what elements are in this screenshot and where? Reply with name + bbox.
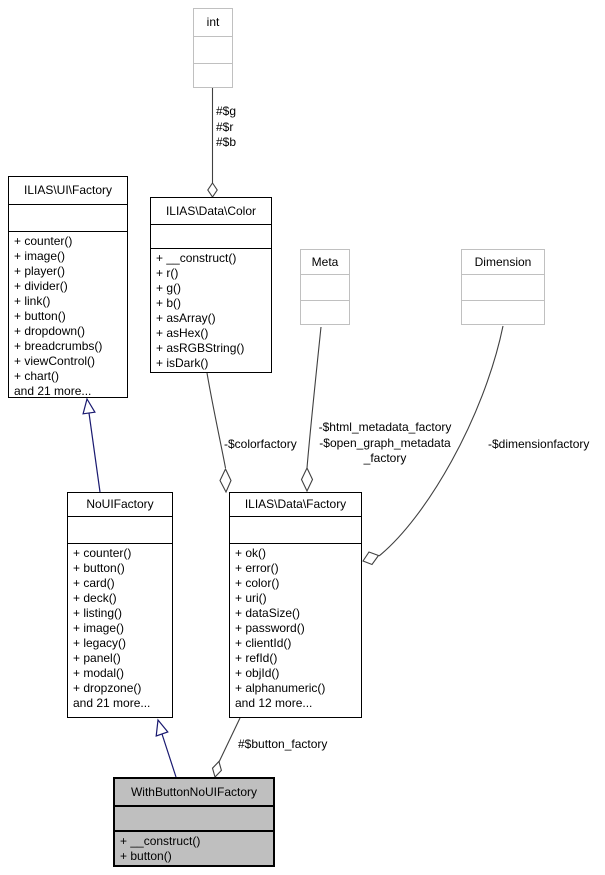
diamond-meta-datafactory [300, 466, 314, 493]
method-label: + divider() [14, 279, 68, 293]
method-label: + error() [235, 561, 279, 575]
diamond-color-datafactory [219, 467, 232, 494]
class-nouifactory-attrs [68, 517, 172, 544]
class-nouifactory[interactable]: NoUIFactory + counter()+ button()+ card(… [67, 492, 173, 718]
class-meta: Meta [300, 249, 350, 325]
method-label: + link() [14, 294, 51, 308]
class-ilias-ui-factory-attrs [9, 205, 127, 232]
method-label: + asArray() [156, 311, 216, 325]
method-label: and 12 more... [235, 696, 313, 710]
edge-withbutton-nouifactory [161, 733, 177, 778]
class-int-attrs [194, 37, 232, 64]
class-ilias-ui-factory[interactable]: ILIAS\UI\Factory + counter()+ image()+ p… [8, 176, 128, 398]
method-label: + button() [73, 561, 125, 575]
method-label: + asRGBString() [156, 341, 245, 355]
method-label: + breadcrumbs() [14, 339, 103, 353]
class-ilias-data-factory-attrs [230, 517, 361, 544]
class-int: int [193, 8, 233, 88]
method-label: + counter() [73, 546, 132, 560]
class-meta-attrs [301, 275, 349, 301]
method-label: + listing() [73, 606, 123, 620]
method-label: + r() [156, 266, 179, 280]
edge-label-button-factory: #$button_factory [238, 737, 328, 751]
method-label: + asHex() [156, 326, 209, 340]
method-label: + player() [14, 264, 66, 278]
edge-label-factory-suffix: _factory [363, 451, 407, 465]
diamond-int-color [207, 182, 218, 198]
method-label: + color() [235, 576, 280, 590]
method-label: + objId() [235, 666, 280, 680]
class-ilias-data-color-methods: + __construct()+ r()+ g()+ b()+ asArray(… [151, 249, 271, 372]
diamond-datafactory-withbutton [211, 760, 223, 779]
method-label: + counter() [14, 234, 73, 248]
class-nouifactory-methods: + counter()+ button()+ card()+ deck()+ l… [68, 544, 172, 717]
edge-label-rgb: #$g #$r #$b [216, 104, 236, 151]
method-label: + image() [73, 621, 125, 635]
method-label: + b() [156, 296, 182, 310]
method-label: + legacy() [73, 636, 127, 650]
class-ilias-data-color[interactable]: ILIAS\Data\Color + __construct()+ r()+ g… [150, 197, 272, 373]
method-label: + chart() [14, 369, 60, 383]
class-withbuttonnouifactory[interactable]: WithButtonNoUIFactory + __construct()+ b… [113, 777, 275, 867]
class-ilias-ui-factory-methods: + counter()+ image()+ player()+ divider(… [9, 232, 127, 397]
method-label: + modal() [73, 666, 125, 680]
edge-label-html-metadata: -$html_metadata_factory [318, 420, 452, 434]
method-label: + password() [235, 621, 305, 635]
method-label: + __construct() [156, 251, 237, 265]
class-meta-title: Meta [301, 250, 349, 275]
method-label: + viewControl() [14, 354, 96, 368]
method-label: + deck() [73, 591, 117, 605]
diamond-dimension-datafactory [362, 551, 380, 566]
edge-label-b: #$b [216, 135, 237, 149]
method-label: + button() [120, 849, 172, 863]
edge-label-dimensionfactory: -$dimensionfactory [488, 437, 590, 451]
method-label: + dropdown() [14, 324, 86, 338]
method-label: + button() [14, 309, 66, 323]
class-ilias-data-color-title: ILIAS\Data\Color [151, 198, 271, 225]
class-ilias-data-color-attrs [151, 225, 271, 249]
method-label: and 21 more... [14, 384, 92, 397]
method-label: + clientId() [235, 636, 292, 650]
edge-nouifactory-uifactory [88, 412, 101, 493]
edge-label-r: #$r [216, 119, 234, 134]
class-withbuttonnouifactory-attrs [115, 807, 273, 832]
class-int-title: int [194, 9, 232, 37]
class-withbuttonnouifactory-methods: + __construct()+ button() [115, 832, 273, 865]
method-label: + refId() [235, 651, 278, 665]
method-label: + g() [156, 281, 182, 295]
class-dimension-methods [462, 301, 544, 324]
method-label: + dropzone() [73, 681, 142, 695]
class-nouifactory-title: NoUIFactory [68, 493, 172, 517]
method-label: + isDark() [156, 356, 209, 370]
method-label: + card() [73, 576, 115, 590]
class-dimension-title: Dimension [462, 250, 544, 275]
class-dimension-attrs [462, 275, 544, 301]
edge-datafactory-withbutton [218, 717, 241, 763]
edge-color-datafactory [206, 372, 227, 469]
class-withbuttonnouifactory-title: WithButtonNoUIFactory [115, 779, 273, 807]
edge-label-open-graph: -$open_graph_metadata [319, 435, 451, 450]
arrow-withbutton-nouifactory [155, 718, 169, 737]
method-label: and 21 more... [73, 696, 151, 710]
edge-label-colorfactory: -$colorfactory [224, 437, 297, 451]
method-label: + panel() [73, 651, 121, 665]
class-ilias-ui-factory-title: ILIAS\UI\Factory [9, 177, 127, 205]
class-ilias-data-factory-title: ILIAS\Data\Factory [230, 493, 361, 517]
method-label: + ok() [235, 546, 267, 560]
edge-label-g: #$g [216, 104, 237, 118]
arrow-nouifactory-uifactory [82, 397, 96, 415]
method-label: + alphanumeric() [235, 681, 326, 695]
method-label: + __construct() [120, 834, 201, 848]
class-int-methods [194, 64, 232, 87]
class-ilias-data-factory-methods: + ok()+ error()+ color()+ uri()+ dataSiz… [230, 544, 361, 717]
method-label: + dataSize() [235, 606, 301, 620]
class-dimension: Dimension [461, 249, 545, 325]
method-label: + image() [14, 249, 66, 263]
edge-label-metadata: -$html_metadata_factory -$open_graph_met… [310, 420, 460, 467]
class-ilias-data-factory[interactable]: ILIAS\Data\Factory + ok()+ error()+ colo… [229, 492, 362, 718]
method-label: + uri() [235, 591, 267, 605]
class-meta-methods [301, 301, 349, 324]
